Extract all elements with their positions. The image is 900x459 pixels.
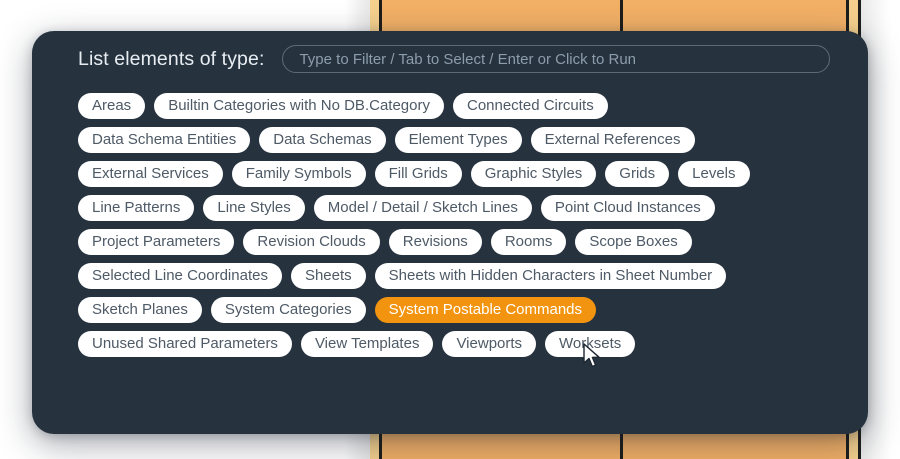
element-type-chip-list: Areas Builtin Categories with No DB.Categ… xyxy=(52,87,848,357)
element-type-chip[interactable]: Viewports xyxy=(442,331,537,357)
chip-row: Line Patterns Line Styles Model / Detail /… xyxy=(78,195,822,221)
element-type-chip[interactable]: Data Schemas xyxy=(259,127,386,153)
element-type-chip[interactable]: Worksets xyxy=(545,331,636,357)
chip-row: External Services Family Symbols Fill Grid… xyxy=(78,161,822,187)
element-type-chip[interactable]: Sheets with Hidden Characters in Sheet N… xyxy=(374,263,727,289)
element-type-chip[interactable]: Line Styles xyxy=(203,195,305,221)
element-type-chip[interactable]: External Services xyxy=(78,161,223,187)
element-type-chip[interactable]: Connected Circuits xyxy=(452,93,608,119)
element-type-chip[interactable]: Family Symbols xyxy=(231,161,366,187)
element-type-chip[interactable]: Data Schema Entities xyxy=(78,127,251,153)
element-type-chip[interactable]: Areas xyxy=(78,93,146,119)
element-type-chip[interactable]: Levels xyxy=(678,161,750,187)
element-type-chip[interactable]: Revision Clouds xyxy=(243,229,380,255)
element-type-chip[interactable]: Point Cloud Instances xyxy=(540,195,715,221)
element-type-chip[interactable]: Selected Line Coordinates xyxy=(78,263,282,289)
chip-row: Sketch Planes System Categories System Pos… xyxy=(78,297,822,323)
element-type-chip[interactable]: Fill Grids xyxy=(374,161,462,187)
chip-row: Data Schema Entities Data Schemas Element … xyxy=(78,127,822,153)
element-type-chip[interactable]: Builtin Categories with No DB.Category xyxy=(154,93,444,119)
panel-title: List elements of type: xyxy=(78,47,265,70)
element-type-chip[interactable]: External References xyxy=(530,127,695,153)
chip-row: Project Parameters Revision Clouds Revisio… xyxy=(78,229,822,255)
panel-header: List elements of type: xyxy=(52,31,848,87)
element-type-chip[interactable]: Graphic Styles xyxy=(470,161,597,187)
element-type-chip[interactable]: Model / Detail / Sketch Lines xyxy=(313,195,532,221)
element-type-chip[interactable]: System Categories xyxy=(210,297,366,323)
element-type-chip[interactable]: View Templates xyxy=(300,331,434,357)
element-type-chip[interactable]: Scope Boxes xyxy=(575,229,692,255)
element-type-chip[interactable]: Element Types xyxy=(394,127,522,153)
chip-row: Unused Shared Parameters View Templates Vi… xyxy=(78,331,822,357)
element-type-chip[interactable]: Revisions xyxy=(388,229,482,255)
filter-input[interactable] xyxy=(282,45,830,73)
chip-row: Areas Builtin Categories with No DB.Categ… xyxy=(78,93,822,119)
element-type-chip[interactable]: Rooms xyxy=(490,229,567,255)
element-type-chip[interactable]: Sheets xyxy=(290,263,366,289)
element-type-picker-panel: List elements of type: Areas Builtin Cate… xyxy=(32,31,868,434)
element-type-chip[interactable]: Unused Shared Parameters xyxy=(78,331,292,357)
element-type-chip[interactable]: Grids xyxy=(605,161,670,187)
element-type-chip[interactable]: Sketch Planes xyxy=(78,297,202,323)
element-type-chip[interactable]: Line Patterns xyxy=(78,195,195,221)
element-type-chip[interactable]: Project Parameters xyxy=(78,229,235,255)
chip-row: Selected Line Coordinates Sheets Sheets wi… xyxy=(78,263,822,289)
element-type-chip[interactable]: System Postable Commands xyxy=(374,297,597,323)
